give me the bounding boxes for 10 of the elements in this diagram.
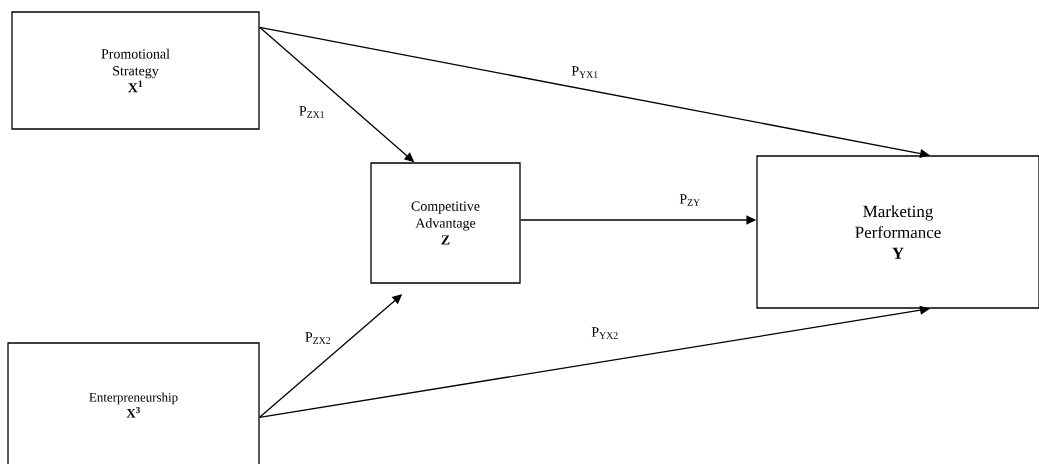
arrow bbox=[259, 305, 930, 418]
edge-label: P$_{ZX1}$ bbox=[297, 105, 327, 119]
variable-box: Marketing Performance Y bbox=[756, 155, 1039, 309]
edge-label: P$_{ZX2}$ bbox=[303, 331, 333, 345]
edge-label: P$_{YX2}$ bbox=[590, 326, 620, 340]
variable-box: Enterpreneurship X$^{3}$ bbox=[7, 342, 260, 464]
variable-box: Competitive Advantage Z bbox=[370, 162, 521, 284]
variable-box: Promotional Strategy X$^{1}$ bbox=[11, 11, 260, 130]
edge-label: P$_{ZY}$ bbox=[678, 193, 702, 207]
edge-label: P$_{YX1}$ bbox=[570, 65, 600, 79]
